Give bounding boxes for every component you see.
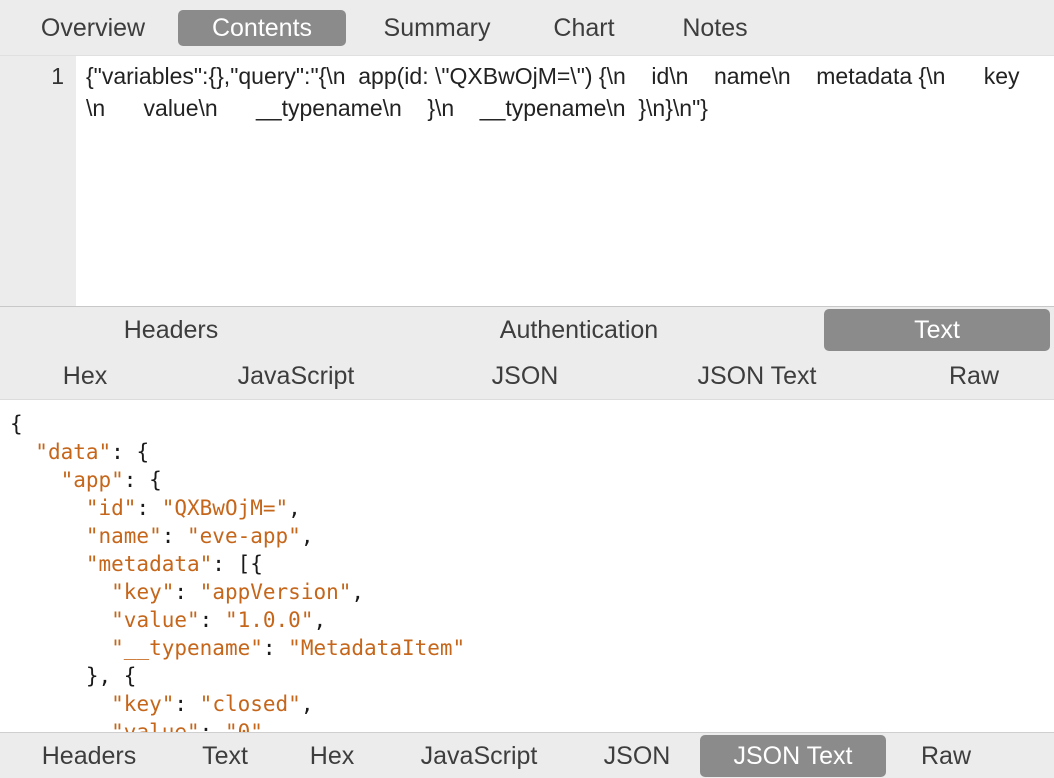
json-line: "name": "eve-app",	[10, 522, 314, 550]
json-key: "app"	[60, 468, 124, 492]
json-response-view[interactable]: { "data": { "app": { "id": "QXBwOjM=", "…	[0, 400, 1054, 732]
bottom-tab-bar: Headers Text Hex JavaScript JSON JSON Te…	[0, 732, 1054, 778]
bottom-tab-headers[interactable]: Headers	[41, 742, 137, 770]
bottom-tab-text[interactable]: Text	[202, 742, 248, 770]
json-line: "app": {	[10, 466, 162, 494]
subtab-javascript[interactable]: JavaScript	[237, 362, 355, 390]
json-line: "key": "appVersion",	[10, 578, 364, 606]
subtab-json-text[interactable]: JSON Text	[697, 362, 817, 390]
json-line: }, {	[10, 662, 137, 690]
json-punctuation: : {	[123, 468, 162, 492]
request-body-editor[interactable]: 1 {"variables":{},"query":"{\n app(id: \…	[0, 56, 1054, 306]
subtab-hex[interactable]: Hex	[62, 362, 108, 390]
tab-authentication[interactable]: Authentication	[499, 316, 659, 344]
json-punctuation: :	[262, 636, 289, 660]
json-indent	[10, 440, 35, 464]
response-inspector-tabs: Headers Authentication Text	[0, 306, 1054, 354]
tab-text[interactable]: Text	[824, 309, 1050, 351]
json-key: "__typename"	[111, 636, 263, 660]
json-value: "closed"	[199, 692, 301, 716]
format-sub-tabs: Hex JavaScript JSON JSON Text Raw	[0, 354, 1054, 400]
top-tab-bar: Overview Contents Summary Chart Notes	[0, 0, 1054, 56]
bottom-tab-javascript[interactable]: JavaScript	[420, 742, 538, 770]
bottom-tab-json-text[interactable]: JSON Text	[700, 735, 886, 777]
json-indent	[10, 468, 61, 492]
json-punctuation: }, {	[85, 664, 137, 688]
json-value: "1.0.0"	[224, 608, 314, 632]
json-punctuation: ,	[300, 524, 314, 548]
json-key: "key"	[111, 580, 175, 604]
json-line: {	[10, 410, 23, 438]
request-body-text[interactable]: {"variables":{},"query":"{\n app(id: \"Q…	[86, 63, 1020, 121]
bottom-tab-json[interactable]: JSON	[603, 742, 671, 770]
json-value: "eve-app"	[187, 524, 301, 548]
json-line: "value": "0"	[10, 718, 263, 732]
json-indent	[10, 664, 86, 688]
line-number: 1	[51, 63, 64, 89]
json-key: "metadata"	[85, 552, 213, 576]
json-indent	[10, 608, 111, 632]
json-punctuation: : {	[111, 440, 150, 464]
json-key: "id"	[85, 496, 137, 520]
json-punctuation: :	[174, 580, 200, 604]
subtab-raw[interactable]: Raw	[948, 362, 999, 390]
bottom-tab-raw[interactable]: Raw	[920, 742, 971, 770]
json-key: "data"	[35, 440, 112, 464]
json-value: "0"	[224, 720, 263, 732]
json-indent	[10, 552, 86, 576]
tab-chart[interactable]: Chart	[553, 14, 615, 42]
json-line: "id": "QXBwOjM=",	[10, 494, 301, 522]
json-punctuation: ,	[288, 496, 301, 520]
json-key: "key"	[111, 692, 175, 716]
tab-headers[interactable]: Headers	[123, 316, 219, 344]
json-punctuation: ,	[313, 608, 327, 632]
tab-summary[interactable]: Summary	[383, 14, 491, 42]
tab-notes[interactable]: Notes	[682, 14, 748, 42]
json-line: "__typename": "MetadataItem"	[10, 634, 465, 662]
line-gutter: 1	[0, 56, 76, 306]
json-punctuation: :	[199, 608, 225, 632]
json-line: "data": {	[10, 438, 149, 466]
tab-overview[interactable]: Overview	[40, 14, 146, 42]
json-indent	[10, 636, 111, 660]
json-punctuation: :	[199, 720, 225, 732]
json-line: "key": "closed",	[10, 690, 313, 718]
json-key: "value"	[111, 720, 200, 732]
json-indent	[10, 720, 111, 732]
json-value: "MetadataItem"	[288, 636, 466, 660]
json-value: "appVersion"	[199, 580, 352, 604]
json-value: "QXBwOjM="	[161, 496, 289, 520]
json-key: "name"	[85, 524, 162, 548]
json-indent	[10, 496, 86, 520]
json-punctuation: : [{	[212, 552, 263, 576]
json-punctuation: :	[136, 496, 162, 520]
json-punctuation: ,	[300, 692, 314, 716]
json-key: "value"	[111, 608, 200, 632]
json-punctuation: ,	[351, 580, 365, 604]
json-indent	[10, 580, 111, 604]
json-indent	[10, 692, 111, 716]
json-punctuation: {	[10, 412, 23, 436]
tab-contents[interactable]: Contents	[178, 10, 346, 46]
json-punctuation: :	[161, 524, 188, 548]
bottom-tab-hex[interactable]: Hex	[309, 742, 355, 770]
json-punctuation: :	[174, 692, 200, 716]
json-indent	[10, 524, 86, 548]
subtab-json[interactable]: JSON	[491, 362, 559, 390]
json-line: "value": "1.0.0",	[10, 606, 326, 634]
json-line: "metadata": [{	[10, 550, 263, 578]
